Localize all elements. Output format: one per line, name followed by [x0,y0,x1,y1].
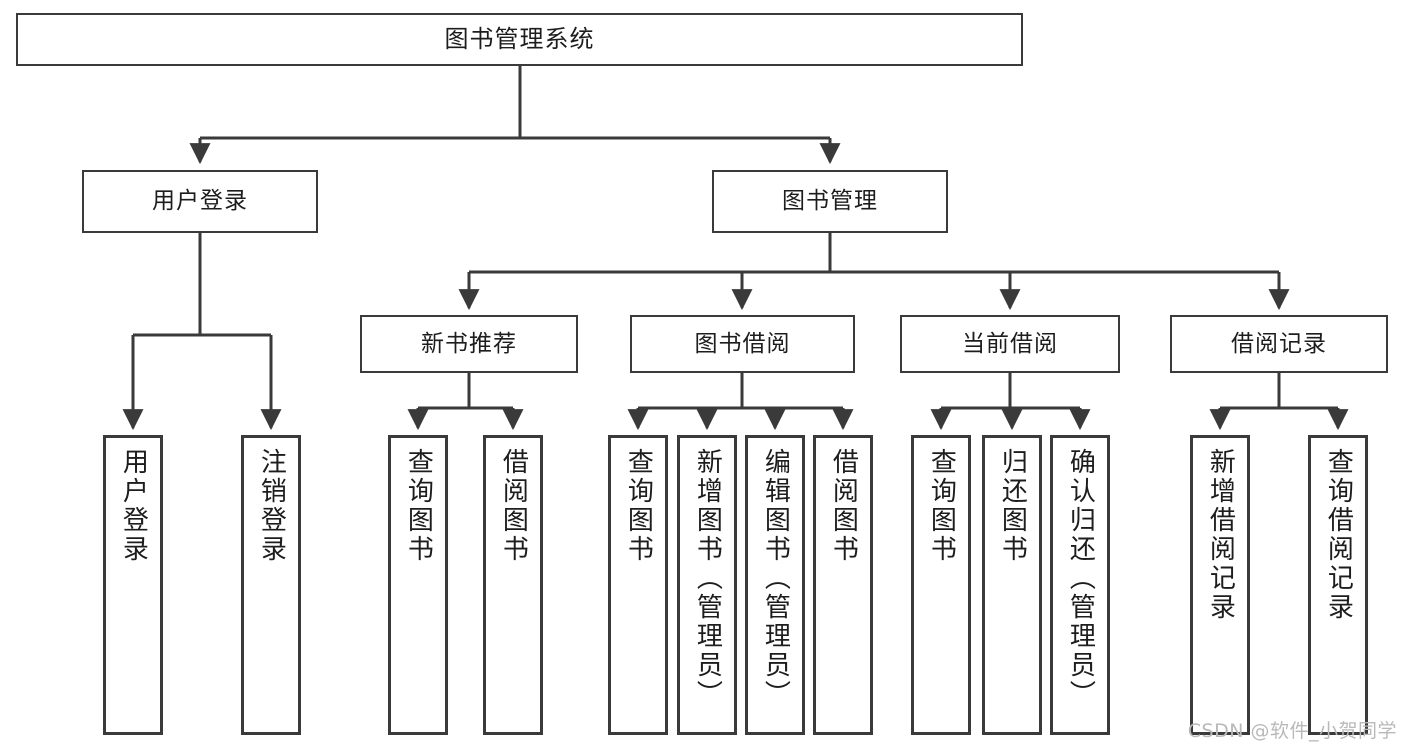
node-leaf-borrow-book-1[interactable]: 借阅图书 [483,435,543,735]
node-leaf-add-book-label: 新增图书（管理员） [692,448,723,709]
node-user-login-label: 用户登录 [152,188,248,215]
node-leaf-borrow-book-2[interactable]: 借阅图书 [813,435,873,735]
node-leaf-add-book[interactable]: 新增图书（管理员） [677,435,737,735]
node-user-login[interactable]: 用户登录 [82,170,318,233]
node-leaf-query-record[interactable]: 查询借阅记录 [1308,435,1368,735]
node-leaf-query-book-1[interactable]: 查询图书 [388,435,448,735]
node-root-label: 图书管理系统 [444,24,595,53]
node-leaf-query-book-2-label: 查询图书 [623,448,654,564]
node-leaf-return-book[interactable]: 归还图书 [982,435,1042,735]
node-leaf-query-book-2[interactable]: 查询图书 [608,435,668,735]
node-leaf-query-book-3[interactable]: 查询图书 [911,435,971,735]
node-leaf-borrow-book-2-label: 借阅图书 [828,448,859,564]
node-borrow-record[interactable]: 借阅记录 [1170,315,1388,373]
node-book-management-label: 图书管理 [782,188,878,215]
node-leaf-query-book-1-label: 查询图书 [403,448,434,564]
node-new-book-recommend-label: 新书推荐 [421,330,517,357]
node-leaf-edit-book[interactable]: 编辑图书（管理员） [745,435,805,735]
node-leaf-confirm-return[interactable]: 确认归还（管理员） [1050,435,1110,735]
node-borrow-record-label: 借阅记录 [1231,330,1327,357]
node-leaf-logout[interactable]: 注销登录 [241,435,301,735]
node-book-borrow-label: 图书借阅 [694,330,791,357]
node-leaf-logout-label: 注销登录 [256,448,287,564]
node-leaf-user-login[interactable]: 用户登录 [103,435,163,735]
node-leaf-add-record[interactable]: 新增借阅记录 [1190,435,1250,735]
node-leaf-edit-book-label: 编辑图书（管理员） [760,448,791,709]
node-leaf-return-book-label: 归还图书 [997,448,1028,564]
node-book-management[interactable]: 图书管理 [712,170,948,233]
node-leaf-query-book-3-label: 查询图书 [926,448,957,564]
node-leaf-borrow-book-1-label: 借阅图书 [498,448,529,564]
node-current-borrow-label: 当前借阅 [962,330,1058,357]
node-current-borrow[interactable]: 当前借阅 [900,315,1120,373]
node-new-book-recommend[interactable]: 新书推荐 [360,315,578,373]
node-leaf-query-record-label: 查询借阅记录 [1323,448,1354,622]
node-book-borrow[interactable]: 图书借阅 [630,315,855,373]
node-leaf-confirm-return-label: 确认归还（管理员） [1065,448,1096,709]
node-leaf-add-record-label: 新增借阅记录 [1205,448,1236,622]
node-root[interactable]: 图书管理系统 [16,13,1023,66]
node-leaf-user-login-label: 用户登录 [118,448,149,564]
